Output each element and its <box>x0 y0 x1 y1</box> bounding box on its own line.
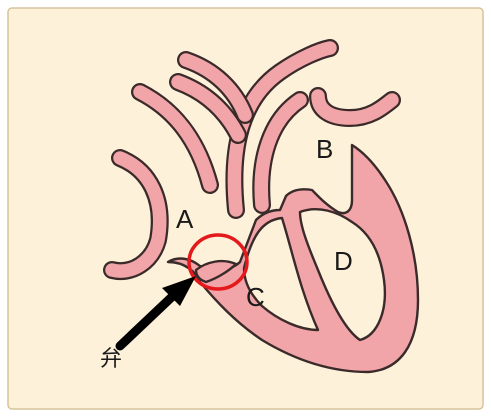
diagram-panel <box>8 8 483 409</box>
label-c: C <box>246 282 265 312</box>
label-valve: 弁 <box>100 347 122 372</box>
label-b: B <box>316 134 333 164</box>
label-d: D <box>334 246 353 276</box>
label-a: A <box>176 204 194 234</box>
